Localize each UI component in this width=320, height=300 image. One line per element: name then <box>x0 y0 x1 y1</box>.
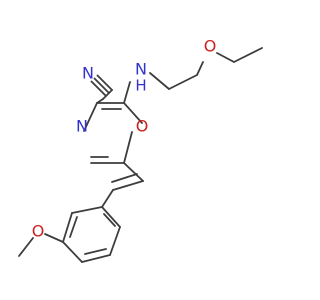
methoxy-oxygen-label: O <box>32 222 45 241</box>
ether-oxygen-label: O <box>204 37 217 56</box>
nitrile-nitrogen-label: N <box>82 64 94 83</box>
amine-nitrogen-label: N <box>135 60 147 79</box>
molecule-structure: N N H O N O O <box>18 37 263 263</box>
ring-oxygen-label: O <box>136 117 149 136</box>
molecule-canvas: N N H O N O O <box>18 36 263 263</box>
ring-nitrogen-label: N <box>76 117 88 136</box>
amine-hydrogen-label: H <box>135 77 146 95</box>
